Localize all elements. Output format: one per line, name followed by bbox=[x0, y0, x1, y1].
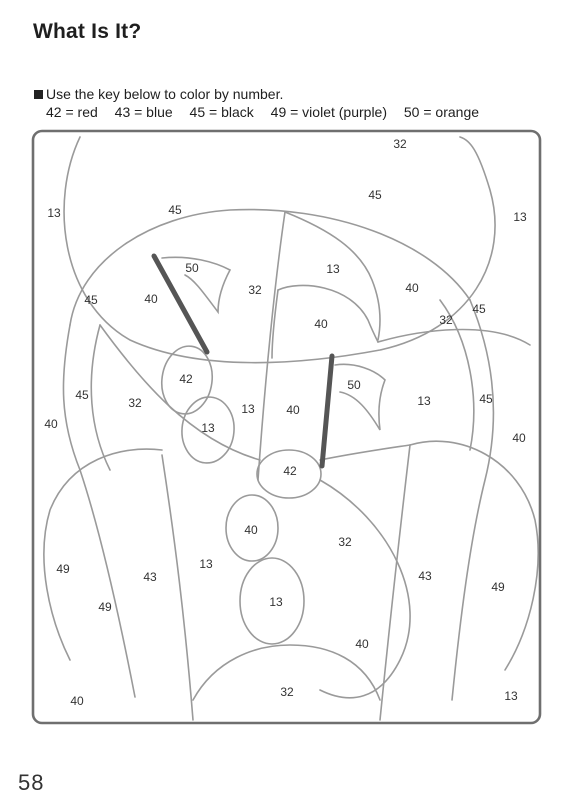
inner-drop bbox=[271, 289, 279, 359]
left-lobe-outline bbox=[43, 448, 163, 661]
right-upper-curve bbox=[377, 328, 531, 346]
region-label: 32 bbox=[128, 396, 142, 410]
region-label: 13 bbox=[417, 394, 431, 408]
bullet-square-icon bbox=[34, 90, 43, 99]
oval-42-center bbox=[256, 449, 322, 499]
stem-right bbox=[319, 353, 335, 469]
region-label: 45 bbox=[479, 392, 493, 406]
middle-band-right bbox=[319, 444, 411, 461]
region-label: 49 bbox=[56, 562, 70, 576]
picture-frame bbox=[31, 129, 542, 725]
region-label: 45 bbox=[75, 388, 89, 402]
page-number: 58 bbox=[18, 770, 45, 795]
top-oval-outline bbox=[63, 136, 496, 364]
right-side-curve bbox=[451, 299, 495, 701]
right-lobe-outline bbox=[409, 440, 539, 671]
key-item-black: 45 = black bbox=[189, 104, 254, 120]
region-label: 42 bbox=[179, 372, 193, 386]
region-label: 42 bbox=[283, 464, 297, 478]
region-label: 13 bbox=[269, 595, 283, 609]
region-label: 13 bbox=[201, 421, 215, 435]
region-label: 40 bbox=[286, 403, 300, 417]
bottom-arch bbox=[192, 644, 381, 701]
left-inner-curve bbox=[90, 324, 111, 471]
key-item-red: 42 = red bbox=[46, 104, 98, 120]
left-side-curve bbox=[62, 324, 136, 698]
oval-42-left bbox=[160, 345, 214, 415]
left-stripe bbox=[161, 454, 194, 721]
region-label: 40 bbox=[244, 523, 258, 537]
leaf-right bbox=[334, 363, 386, 431]
region-label: 32 bbox=[393, 137, 407, 151]
region-label: 50 bbox=[185, 261, 199, 275]
middle-band-left bbox=[99, 324, 261, 461]
oval-13-center bbox=[239, 557, 305, 645]
inner-curve bbox=[277, 284, 379, 343]
region-label: 40 bbox=[512, 431, 526, 445]
region-label: 43 bbox=[143, 570, 157, 584]
key-item-orange: 50 = orange bbox=[403, 104, 480, 120]
instruction: Use the key below to color by number. bbox=[34, 86, 283, 103]
region-label: 45 bbox=[368, 188, 382, 202]
center-divider bbox=[257, 211, 286, 481]
instruction-text: Use the key below to color by number. bbox=[46, 86, 284, 102]
region-label: 45 bbox=[168, 203, 182, 217]
right-fold bbox=[284, 211, 381, 341]
region-label: 50 bbox=[347, 378, 361, 392]
region-label: 13 bbox=[513, 210, 527, 224]
stem-left bbox=[151, 253, 210, 355]
picture-outlines bbox=[43, 136, 539, 721]
page-title: What Is It? bbox=[33, 20, 142, 43]
region-label: 43 bbox=[418, 569, 432, 583]
color-key: 42 = red 43 = blue 45 = black 49 = viole… bbox=[46, 104, 492, 121]
key-item-violet: 49 = violet (purple) bbox=[270, 104, 387, 120]
region-label: 49 bbox=[98, 600, 112, 614]
right-bulge bbox=[319, 479, 411, 699]
region-labels: 32 13 45 45 13 50 13 32 40 45 40 40 32 4… bbox=[44, 137, 527, 708]
region-label: 40 bbox=[355, 637, 369, 651]
region-label: 40 bbox=[44, 417, 58, 431]
region-label: 13 bbox=[47, 206, 61, 220]
region-label: 32 bbox=[280, 685, 294, 699]
region-label: 45 bbox=[84, 293, 98, 307]
region-label: 32 bbox=[338, 535, 352, 549]
region-label: 13 bbox=[326, 262, 340, 276]
region-label: 13 bbox=[504, 689, 518, 703]
region-label: 40 bbox=[314, 317, 328, 331]
region-label: 40 bbox=[70, 694, 84, 708]
region-label: 32 bbox=[248, 283, 262, 297]
region-label: 40 bbox=[144, 292, 158, 306]
apple-top-curve bbox=[69, 208, 471, 326]
region-label: 13 bbox=[241, 402, 255, 416]
region-label: 13 bbox=[199, 557, 213, 571]
key-item-blue: 43 = blue bbox=[114, 104, 173, 120]
right-inner-curve bbox=[439, 299, 475, 451]
region-label: 40 bbox=[405, 281, 419, 295]
region-label: 32 bbox=[439, 313, 453, 327]
oval-40-center bbox=[225, 494, 279, 562]
leaf-top bbox=[161, 256, 232, 315]
oval-13-left bbox=[181, 396, 235, 464]
region-label: 49 bbox=[491, 580, 505, 594]
region-label: 45 bbox=[472, 302, 486, 316]
